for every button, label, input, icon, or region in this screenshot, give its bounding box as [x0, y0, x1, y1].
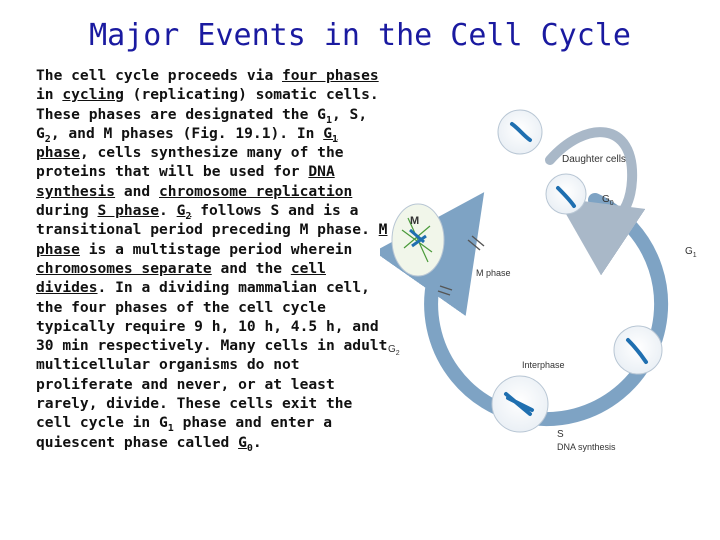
text-run: , S, G	[36, 105, 368, 142]
cycle-ring	[380, 192, 669, 427]
underlined-term: DNA synthesis	[36, 163, 335, 200]
subscript: 2	[44, 133, 51, 145]
s-phase-cell	[491, 375, 549, 433]
text-run: in	[36, 86, 63, 104]
underlined-term: G2	[176, 202, 192, 222]
g1-cell	[613, 325, 663, 375]
daughter-cell-mid	[545, 173, 587, 215]
cell-cycle-diagram: Daughter cells G0 G1 M M phase G2 Interp…	[380, 109, 697, 452]
mitotic-cell	[391, 203, 445, 277]
subscript: 1	[167, 423, 174, 435]
g0-loop-arrow	[545, 127, 646, 276]
text-run: and	[115, 182, 160, 200]
text-run: during	[36, 202, 98, 220]
slide-title: Major Events in the Cell Cycle	[89, 18, 631, 53]
label-dna-synthesis: DNA synthesis	[557, 442, 616, 452]
text-run: .	[159, 202, 177, 220]
underlined-term: chromosome replication	[159, 182, 353, 200]
m-phase-boundary-marks	[437, 235, 485, 296]
label-daughter-cells: Daughter cells	[562, 154, 626, 165]
text-run: phase and enter a quiescent phase called	[36, 414, 332, 451]
text-run: The cell cycle proceeds via	[36, 67, 283, 84]
label-g2: G2	[388, 344, 400, 357]
label-s: S	[557, 429, 564, 440]
underlined-term: G1 phase	[36, 124, 339, 162]
label-g0: G0	[602, 194, 614, 207]
text-run: .	[252, 433, 262, 451]
text-run: (replicating) somatic cells. These phase…	[36, 86, 379, 123]
text-run: , cells synthesize many of the proteins …	[36, 144, 344, 181]
underlined-term: chromosomes separate	[36, 259, 212, 277]
underlined-term: G0	[238, 433, 253, 454]
label-m-phase: M phase	[476, 268, 511, 278]
underlined-term: S phase	[97, 202, 160, 220]
underlined-term: cycling	[62, 86, 124, 104]
text-run: follows S and is a transitional period p…	[36, 202, 379, 239]
body-paragraph: The cell cycle proceeds via four phases …	[36, 66, 388, 454]
underlined-term: cell divides	[36, 259, 326, 297]
text-run: . In a dividing mammalian cell, the four…	[36, 279, 388, 432]
text-run: is a multistage period wherein	[79, 240, 353, 258]
label-m: M	[410, 215, 419, 227]
text-run: and the	[211, 259, 291, 277]
label-interphase: Interphase	[522, 360, 565, 370]
text-run: , and M phases (Fig. 19.1). In	[50, 124, 324, 142]
underlined-term: four phases	[282, 67, 379, 84]
subscript: 1	[325, 114, 332, 126]
daughter-cell-top	[497, 109, 543, 155]
label-g1: G1	[685, 246, 697, 259]
